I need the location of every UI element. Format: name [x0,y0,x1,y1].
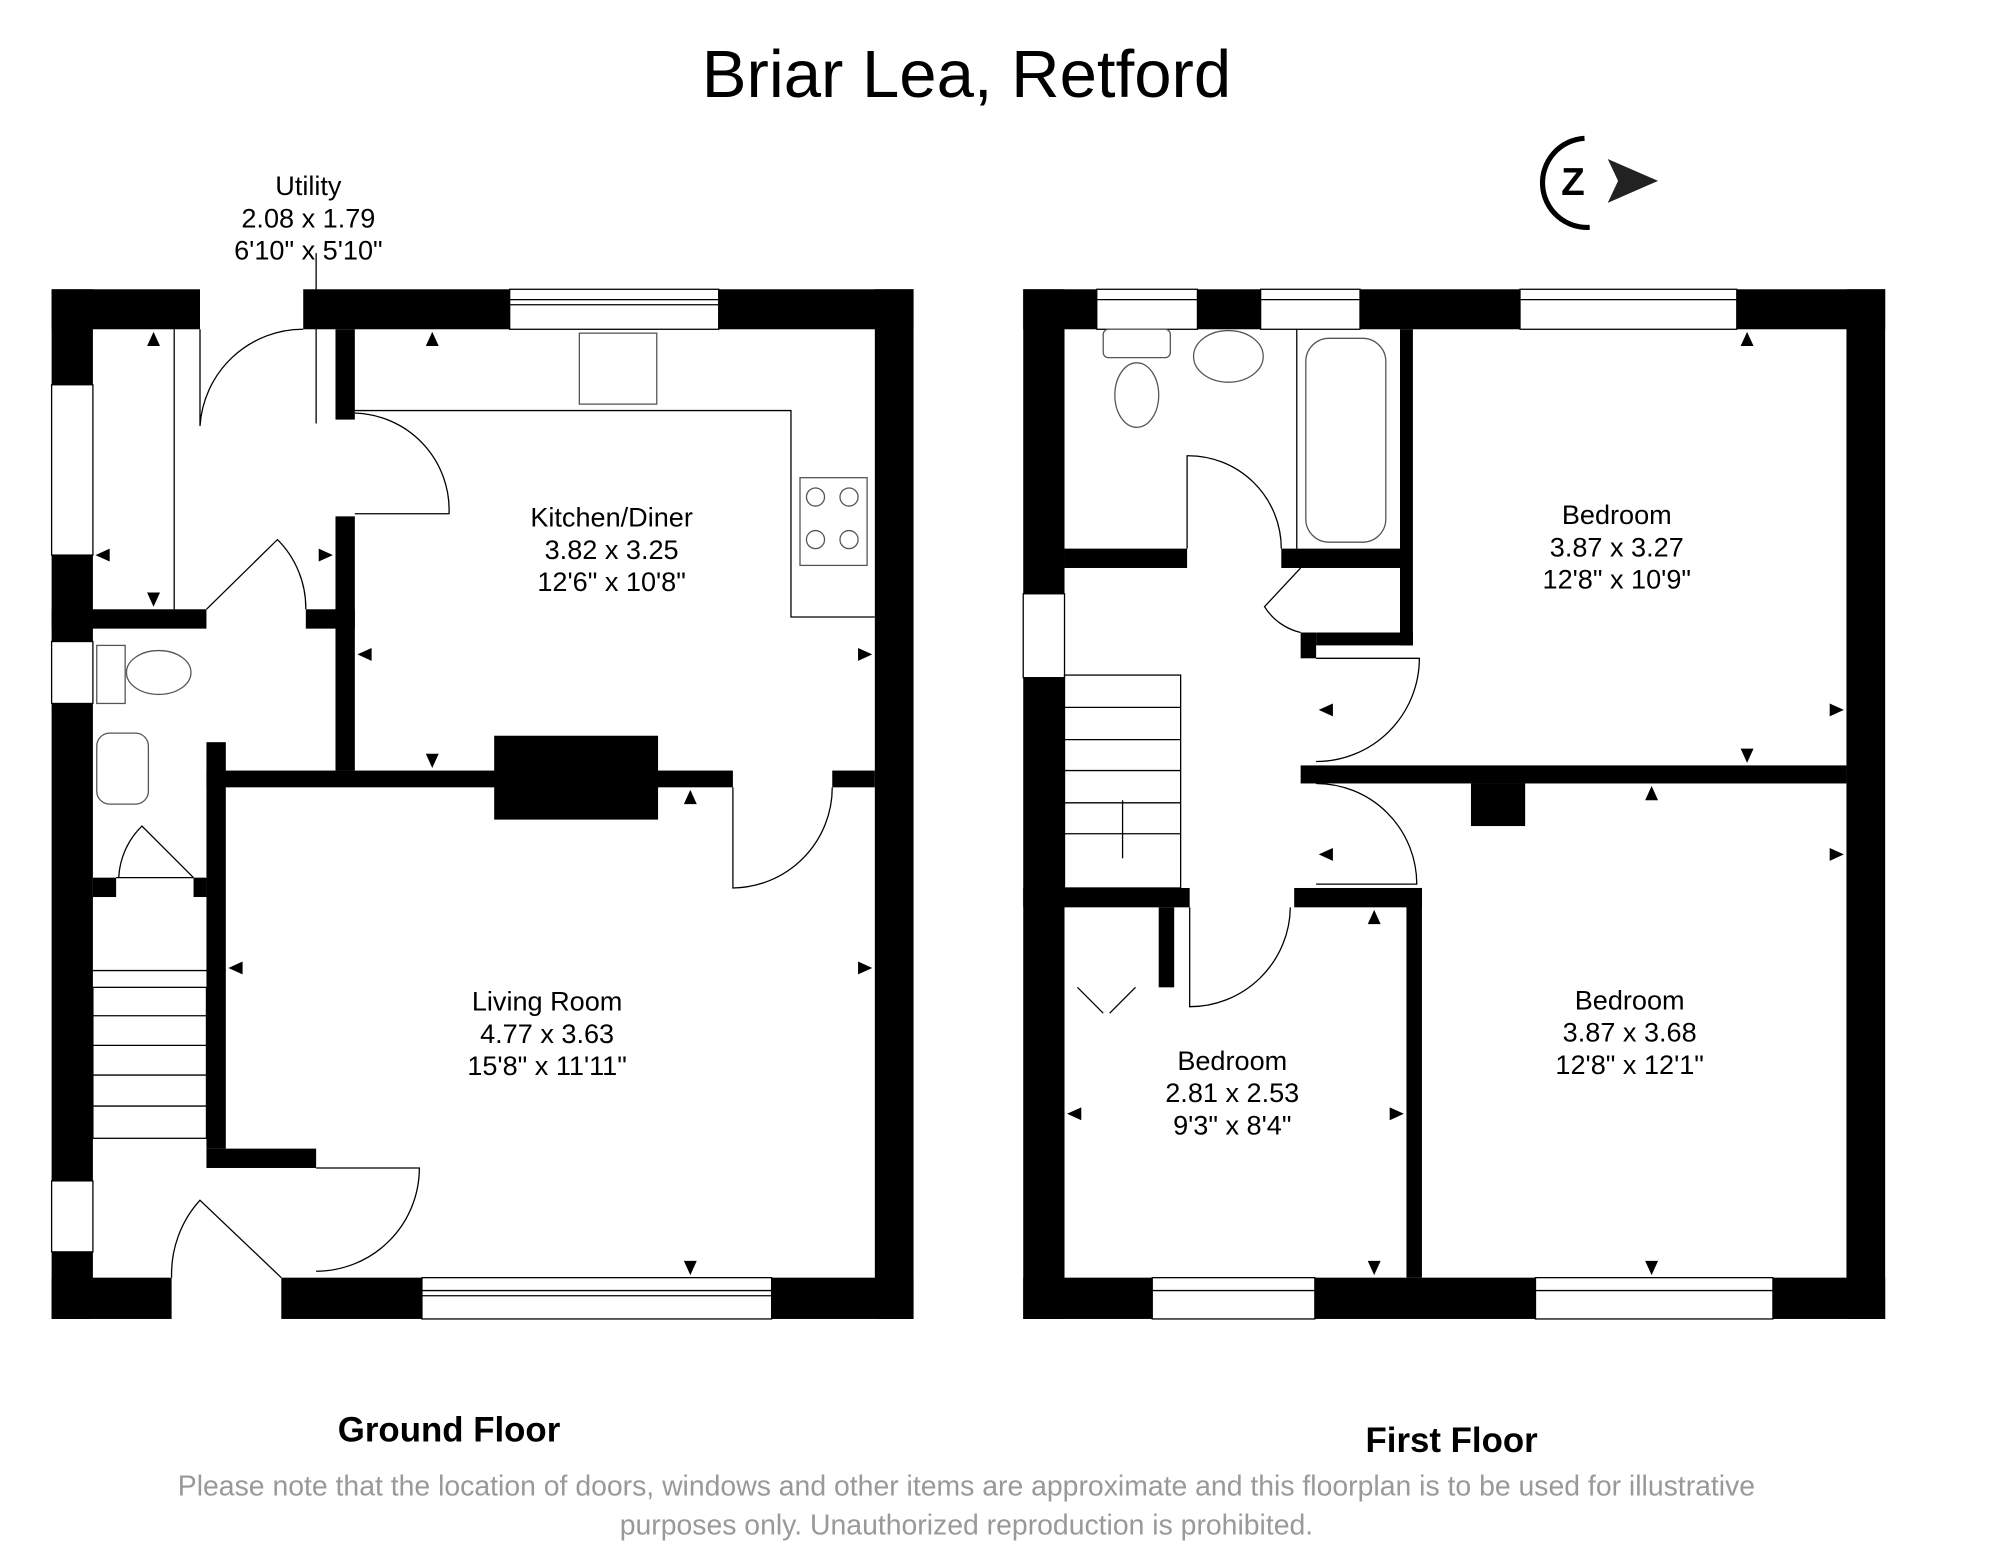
first-floor-label: First Floor [1366,1421,1539,1460]
ground-floor-label: Ground Floor [338,1411,561,1450]
svg-text:Z: Z [1561,161,1585,204]
compass-icon: Z [1540,135,1659,230]
disclaimer-line-1: Please note that the location of doors, … [178,1471,1755,1503]
stairs [92,986,208,1139]
stairs [1063,674,1182,889]
disclaimer-line-2: purposes only. Unauthorized reproduction… [620,1509,1314,1541]
page-title: Briar Lea, Retford [702,37,1231,112]
